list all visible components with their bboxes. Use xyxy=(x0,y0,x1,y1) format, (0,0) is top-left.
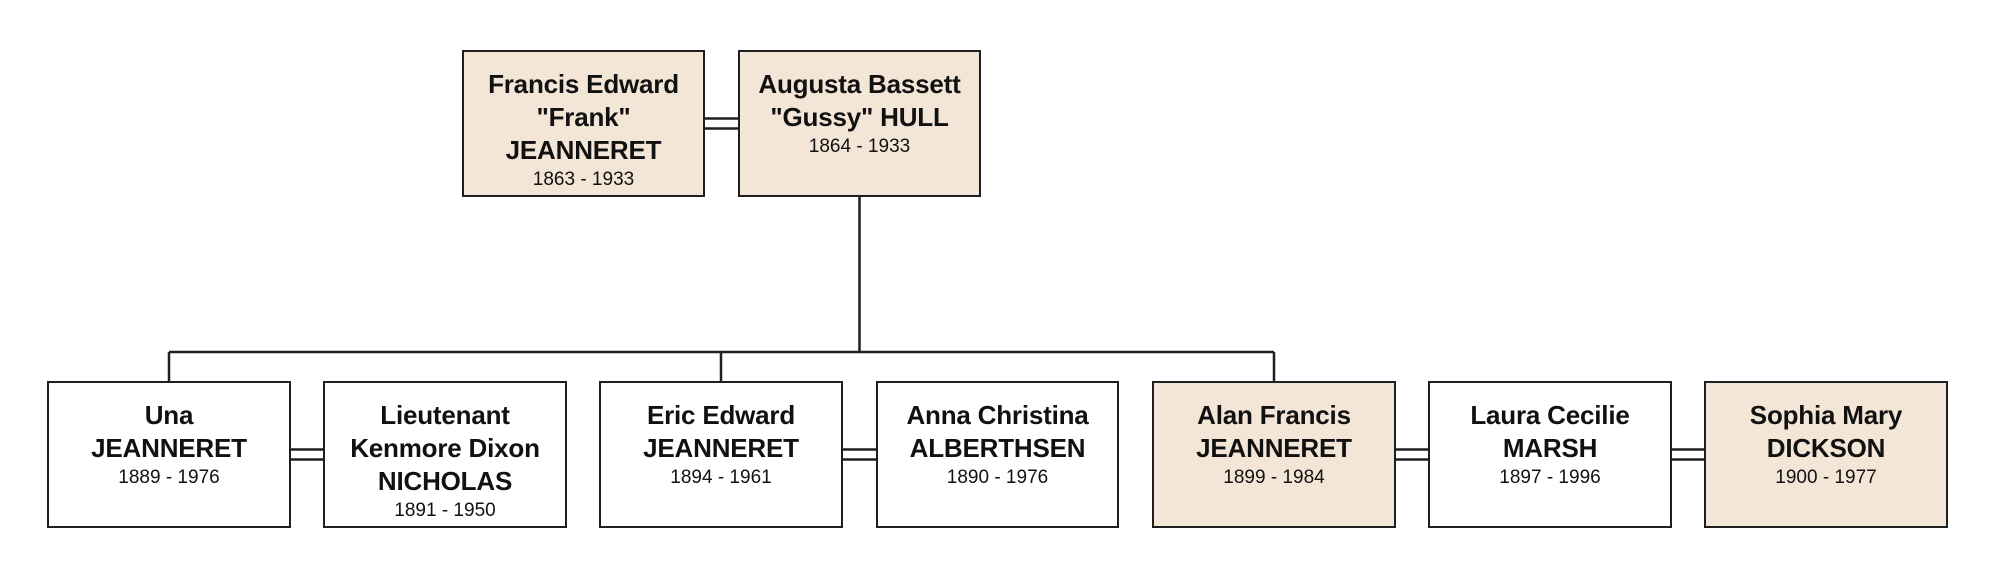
person-name: "Frank" xyxy=(536,102,631,132)
person-dates: 1899 - 1984 xyxy=(1223,467,1325,488)
person-name: Lieutenant xyxy=(380,400,510,430)
person-kenmore-nicholas[interactable]: Lieutenant Kenmore Dixon NICHOLAS 1891 -… xyxy=(323,381,567,528)
person-name: JEANNERET xyxy=(1196,433,1352,463)
person-name: Laura Cecilie xyxy=(1470,400,1630,430)
person-name: Anna Christina xyxy=(906,400,1089,430)
person-sophia-dickson[interactable]: Sophia Mary DICKSON 1900 - 1977 xyxy=(1704,381,1948,528)
person-name: JEANNERET xyxy=(505,135,662,165)
person-una-jeanneret[interactable]: Una JEANNERET 1889 - 1976 xyxy=(47,381,291,528)
person-anna-alberthsen[interactable]: Anna Christina ALBERTHSEN 1890 - 1976 xyxy=(876,381,1119,528)
person-name: ALBERTHSEN xyxy=(909,433,1086,463)
person-dates: 1897 - 1996 xyxy=(1499,467,1601,488)
person-name: MARSH xyxy=(1502,433,1598,463)
person-name: Augusta Bassett xyxy=(758,69,961,99)
person-name: Sophia Mary xyxy=(1749,400,1903,430)
person-name: NICHOLAS xyxy=(377,466,513,496)
person-name: JEANNERET xyxy=(91,433,247,463)
person-dates: 1891 - 1950 xyxy=(394,500,496,521)
person-name: JEANNERET xyxy=(643,433,799,463)
person-name: Alan Francis xyxy=(1197,400,1351,430)
person-eric-jeanneret[interactable]: Eric Edward JEANNERET 1894 - 1961 xyxy=(599,381,843,528)
person-alan-jeanneret[interactable]: Alan Francis JEANNERET 1899 - 1984 xyxy=(1152,381,1396,528)
person-name: Eric Edward xyxy=(646,400,796,430)
person-name: DICKSON xyxy=(1766,433,1886,463)
person-dates: 1890 - 1976 xyxy=(946,467,1049,488)
person-name: Una xyxy=(144,400,194,430)
person-dates: 1864 - 1933 xyxy=(808,136,911,157)
person-francis-jeanneret[interactable]: Francis Edward "Frank" JEANNERET 1863 - … xyxy=(462,50,705,197)
person-dates: 1863 - 1933 xyxy=(532,169,635,190)
person-dates: 1894 - 1961 xyxy=(670,467,772,488)
person-name: "Gussy" HULL xyxy=(770,102,949,132)
person-dates: 1889 - 1976 xyxy=(118,467,220,488)
person-name: Kenmore Dixon xyxy=(350,433,540,463)
person-augusta-hull[interactable]: Augusta Bassett "Gussy" HULL 1864 - 1933 xyxy=(738,50,981,197)
person-name: Francis Edward xyxy=(488,69,679,99)
person-laura-marsh[interactable]: Laura Cecilie MARSH 1897 - 1996 xyxy=(1428,381,1672,528)
person-dates: 1900 - 1977 xyxy=(1775,467,1877,488)
